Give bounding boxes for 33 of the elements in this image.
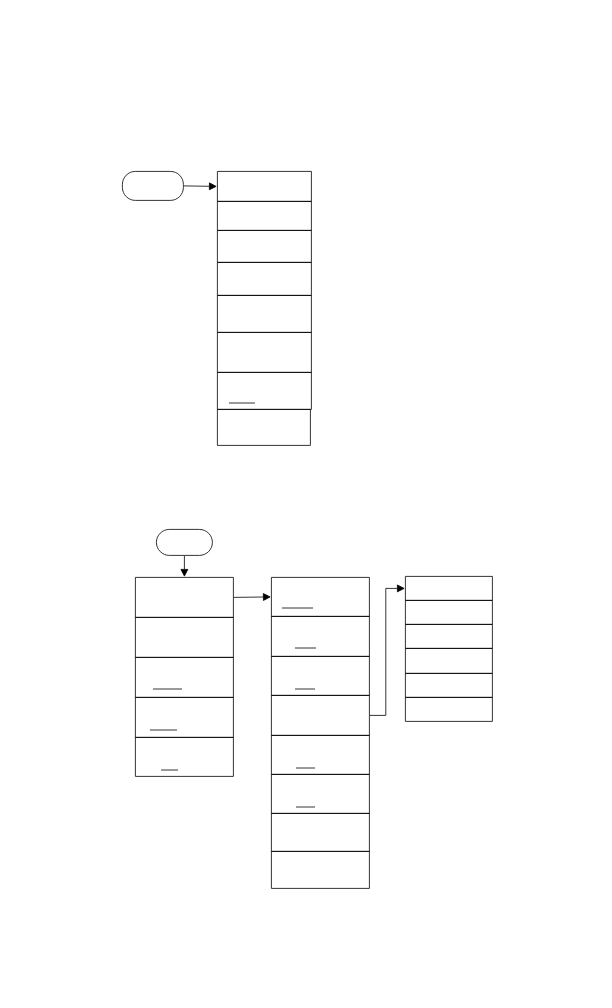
arrow xyxy=(233,593,271,601)
menu-box xyxy=(217,171,312,202)
oval-button xyxy=(156,529,213,556)
menu-box xyxy=(135,657,234,698)
menu-box xyxy=(135,577,234,618)
menu-box xyxy=(405,697,493,722)
menu-box xyxy=(217,201,312,231)
oval-button xyxy=(122,171,184,201)
menu-box xyxy=(135,737,234,777)
menu-box xyxy=(271,695,370,736)
menu-box xyxy=(405,673,493,698)
menu-box xyxy=(217,409,311,446)
menu-box xyxy=(217,262,312,296)
arrow xyxy=(180,555,189,577)
menu-box xyxy=(217,372,312,410)
menu-box xyxy=(405,576,493,601)
menu-box xyxy=(271,813,370,852)
arrow xyxy=(369,584,405,716)
menu-box xyxy=(217,295,312,333)
menu-box xyxy=(271,774,370,814)
menu-box xyxy=(217,230,312,263)
menu-box xyxy=(405,600,493,625)
menu-box xyxy=(135,617,234,658)
menu-box xyxy=(271,616,370,657)
menu-box xyxy=(217,332,312,373)
menu-box xyxy=(405,648,493,674)
arrow xyxy=(183,182,217,191)
menu-box xyxy=(271,851,370,889)
menu-box xyxy=(271,656,370,696)
menu-box xyxy=(405,624,493,649)
menu-box xyxy=(271,577,370,617)
menu-box xyxy=(135,697,234,738)
menu-box xyxy=(271,735,370,775)
